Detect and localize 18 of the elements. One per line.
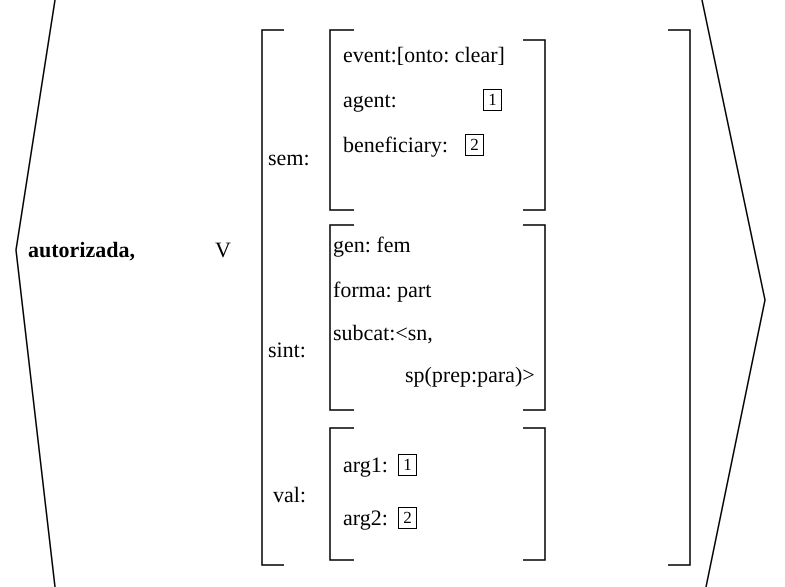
feature-label: event:[onto: clear] bbox=[343, 42, 505, 68]
coindex-tag: 2 bbox=[465, 134, 484, 156]
feature-label: sint: bbox=[268, 338, 306, 362]
feature-label: val: bbox=[273, 482, 306, 508]
feature-label: V bbox=[215, 238, 231, 262]
feature-label: sp(prep:para)> bbox=[405, 362, 535, 388]
headword-text: autorizada, bbox=[28, 238, 135, 262]
feature-label: subcat:<sn, bbox=[333, 320, 433, 346]
feature-label: sem: bbox=[268, 146, 310, 170]
feature-label: agent: bbox=[343, 88, 397, 112]
feature-label: gen: fem bbox=[333, 232, 411, 258]
feature-label: arg1: bbox=[343, 452, 388, 478]
feature-label: forma: part bbox=[333, 278, 432, 302]
coindex-tag: 1 bbox=[483, 89, 502, 111]
feature-label: arg2: bbox=[343, 506, 388, 530]
feature-label: beneficiary: bbox=[343, 132, 448, 158]
coindex-tag: 2 bbox=[398, 507, 417, 529]
coindex-tag: 1 bbox=[398, 454, 417, 476]
